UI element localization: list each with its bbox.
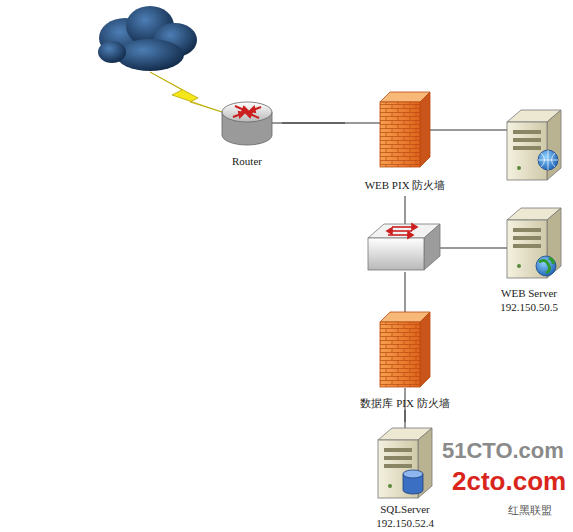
router-node: Router [212, 92, 282, 168]
firewall-icon [380, 92, 430, 167]
watermark-text: 红黑联盟 [508, 503, 552, 518]
database-server-icon [378, 428, 432, 498]
link-line [282, 123, 345, 124]
ip-address: 192.150.50.5 [500, 300, 558, 314]
node-label: WEB Server [501, 286, 557, 300]
firewall-node: WEB PIX 防火墙 [345, 88, 465, 192]
wan-link-bolt [150, 72, 222, 112]
network-link [282, 123, 345, 124]
network-link [405, 410, 406, 422]
server-node: SQLServer192.150.52.4 [360, 422, 450, 530]
server-icon [507, 110, 561, 180]
ip-address: 192.150.52.4 [376, 516, 434, 530]
firewall-node: 数据库 PIX 防火墙 [340, 308, 470, 410]
server-node: WEB Server192.150.50.5 [488, 202, 570, 314]
link-line [405, 410, 406, 422]
node-label: Router [232, 154, 262, 168]
node-label: SQLServer [380, 502, 430, 516]
firewall-icon [380, 312, 430, 387]
switch-icon [368, 224, 440, 270]
watermark-text: 51CTO.com [442, 438, 564, 464]
web-server-icon [507, 208, 561, 278]
node-label: WEB PIX 防火墙 [365, 178, 446, 192]
network-wire [272, 123, 507, 428]
router-icon [222, 102, 272, 145]
node-label: 数据库 PIX 防火墙 [360, 396, 449, 410]
watermark-text: 2cto.com [452, 466, 566, 497]
internet-cloud [98, 6, 197, 71]
